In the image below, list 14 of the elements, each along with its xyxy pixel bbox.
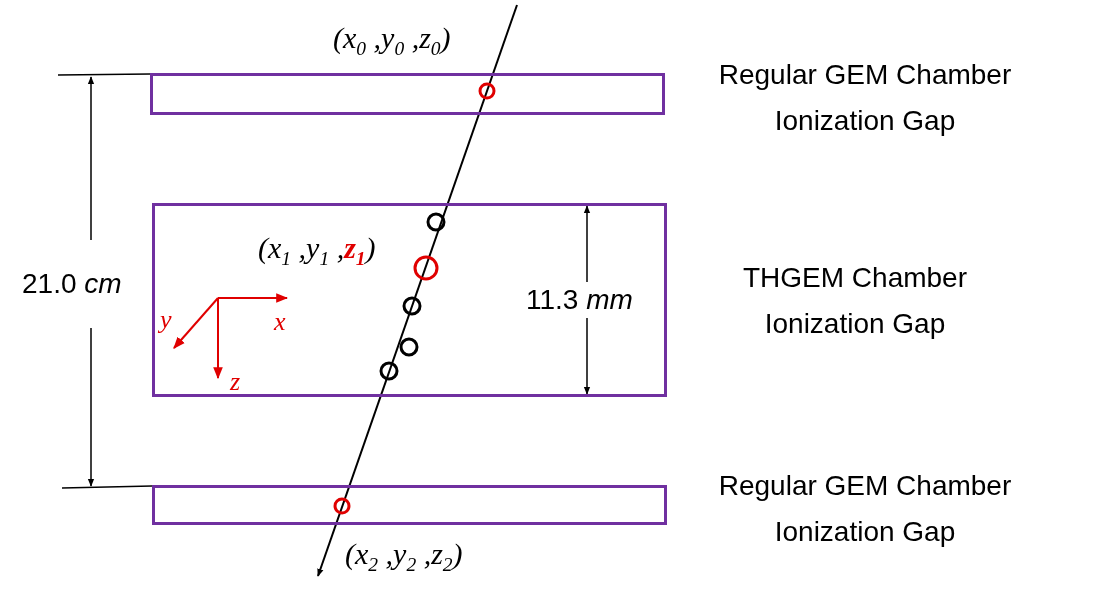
coordinate-label: (x$_{2}$ ,y$_{2}$ ,z$_{2}$) xyxy=(345,538,463,577)
axis-label: x xyxy=(274,306,286,338)
dimension-label: 11.3 mm xyxy=(526,284,633,316)
chamber-label: Regular GEM Chamber Ionization Gap xyxy=(717,469,1013,549)
axis-label: y xyxy=(160,304,172,336)
coordinate-label: (x$_{0}$ ,y$_{0}$ ,z$_{0}$) xyxy=(333,22,451,61)
dimension-label: 21.0 cm xyxy=(22,268,122,300)
chamber-box xyxy=(152,203,667,397)
chamber-box xyxy=(150,73,665,115)
coordinate-label: (x$_{1}$ ,y$_{1}$ ,z$_{1}$) xyxy=(258,232,376,271)
chamber-label: THGEM Chamber Ionization Gap xyxy=(741,261,968,341)
chamber-box xyxy=(152,485,667,525)
chamber-label: Regular GEM Chamber Ionization Gap xyxy=(717,58,1013,138)
axis-label: z xyxy=(230,366,241,398)
